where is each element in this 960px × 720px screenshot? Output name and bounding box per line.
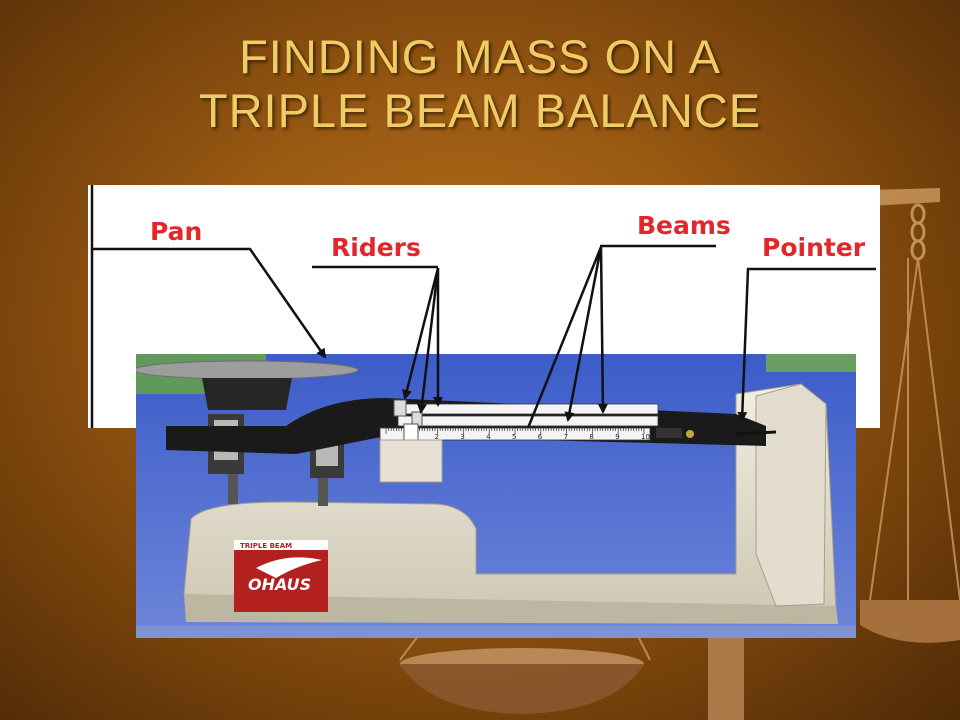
- label-pan: Pan: [150, 217, 203, 246]
- beam-top: [397, 403, 659, 415]
- triple-beam-balance-photo: 12345678910 TRIPLE BEAM OHAUS: [136, 354, 856, 638]
- label-beams: Beams: [637, 211, 731, 240]
- label-product-text: TRIPLE BEAM: [240, 542, 292, 550]
- balance-pan: [136, 360, 359, 380]
- slide-title: FINDING MASS ON A TRIPLE BEAM BALANCE: [0, 30, 960, 138]
- beam-number: 9: [615, 433, 619, 441]
- slide-title-line-1: FINDING MASS ON A: [239, 30, 721, 83]
- pointer-tower: [755, 383, 827, 607]
- beam-middle: [397, 415, 659, 427]
- beam-number: 8: [589, 433, 593, 441]
- beam-number: 6: [538, 433, 543, 441]
- label-riders: Riders: [331, 233, 421, 262]
- beam-number: 3: [460, 433, 464, 441]
- ohaus-label: TRIPLE BEAM OHAUS: [234, 540, 328, 612]
- rider-top: [393, 399, 407, 417]
- beam-number: 7: [564, 433, 568, 441]
- beam-number: 2: [435, 433, 439, 441]
- beam-number: 5: [512, 433, 516, 441]
- slide-title-line-2: TRIPLE BEAM BALANCE: [198, 84, 762, 137]
- rider-bottom: [403, 423, 419, 443]
- beam-number: 4: [486, 433, 491, 441]
- beam-number: 10: [641, 433, 650, 441]
- label-brand-text: OHAUS: [248, 575, 311, 594]
- label-pointer: Pointer: [762, 233, 866, 262]
- balance-pointer: [735, 430, 777, 436]
